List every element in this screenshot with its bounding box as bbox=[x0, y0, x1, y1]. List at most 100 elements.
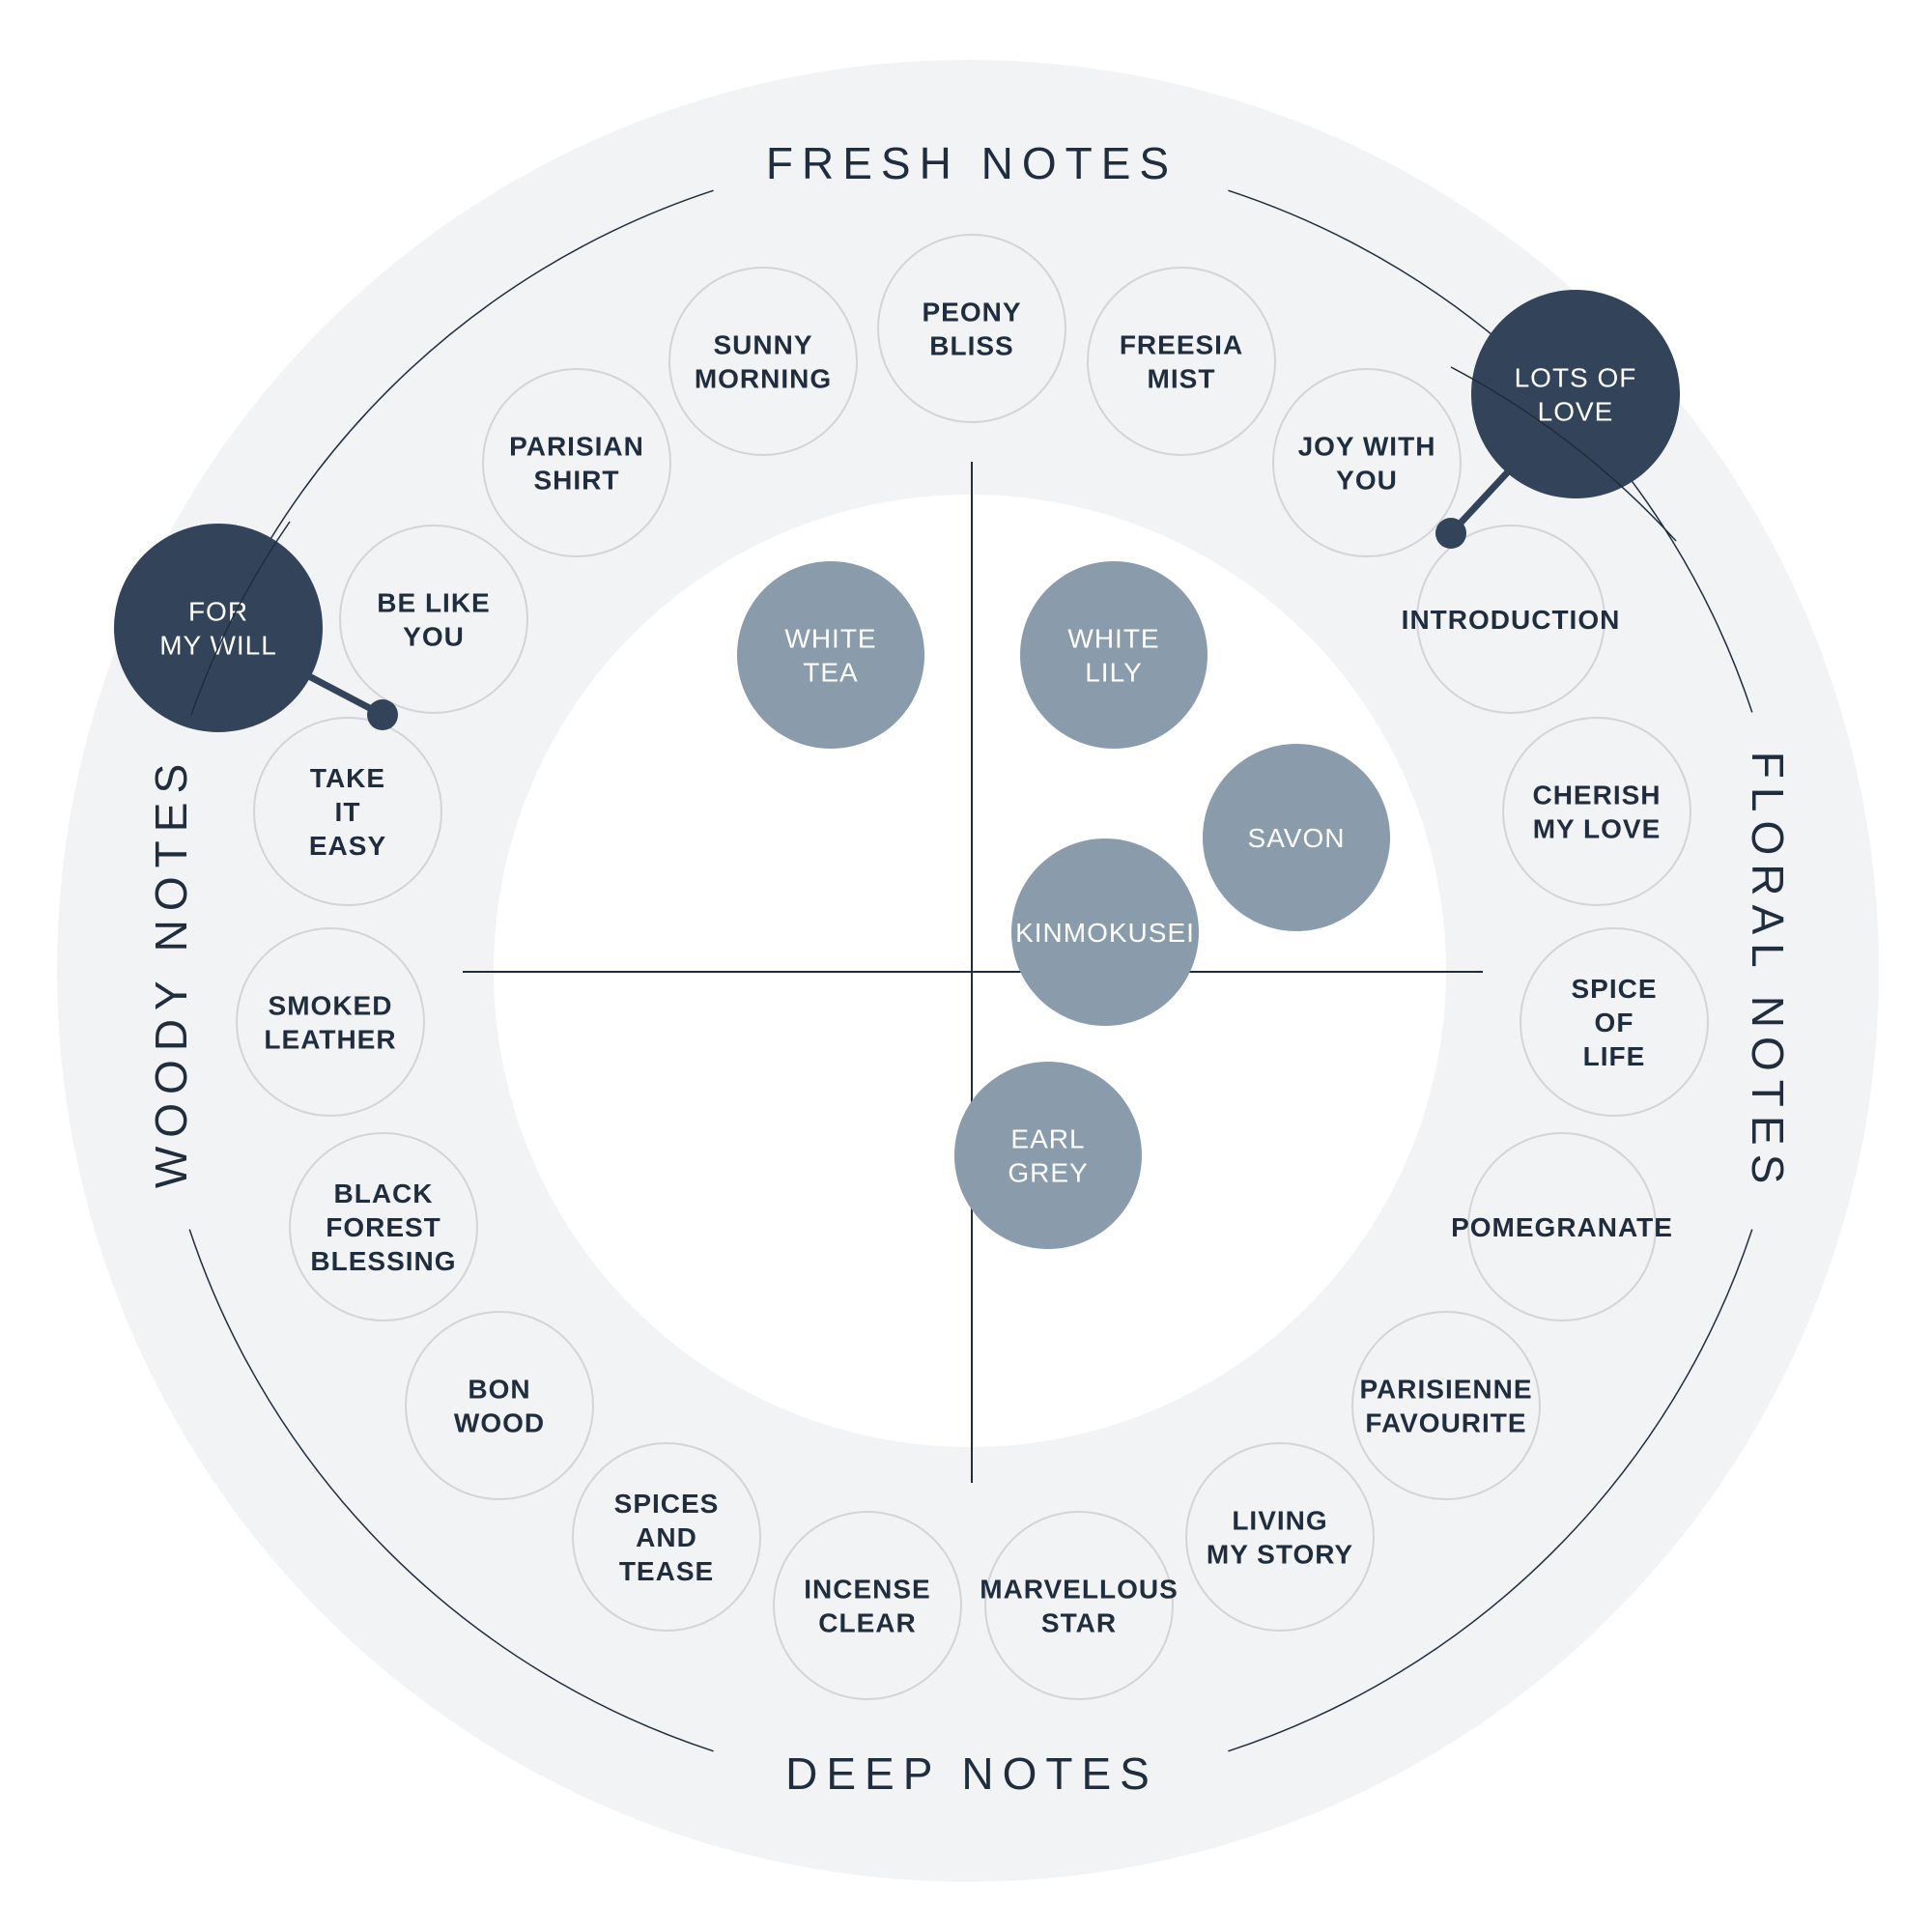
note-circle[interactable] bbox=[1185, 1442, 1375, 1632]
note-peony-bliss-label: BLISS bbox=[929, 331, 1013, 361]
note-living-my-story[interactable]: LIVING MY STORY bbox=[1185, 1442, 1375, 1632]
note-white-lily[interactable]: WHITE LILY bbox=[1020, 561, 1208, 749]
note-earl-grey-label: GREY bbox=[1008, 1158, 1088, 1188]
note-black-forest-blessing-label: BLACK bbox=[334, 1179, 434, 1208]
note-cherish-my-love-label: MY LOVE bbox=[1533, 814, 1662, 844]
note-circle[interactable] bbox=[1520, 927, 1709, 1117]
note-circle[interactable] bbox=[773, 1511, 962, 1700]
note-savon[interactable]: SAVON bbox=[1203, 744, 1390, 931]
note-take-it-easy-label: EASY bbox=[309, 831, 386, 861]
note-for-my-will-label: FOR bbox=[188, 597, 248, 627]
note-circle[interactable] bbox=[1471, 290, 1680, 498]
note-kinmokusei[interactable]: KINMOKUSEI bbox=[1011, 838, 1199, 1026]
note-circle[interactable] bbox=[984, 1511, 1174, 1700]
note-marvellous-star-label: MARVELLOUS bbox=[980, 1575, 1179, 1605]
note-white-lily-label: WHITE bbox=[1067, 624, 1159, 654]
note-freesia-mist-label: MIST bbox=[1148, 364, 1216, 394]
note-spice-of-life-label: OF bbox=[1595, 1008, 1634, 1037]
note-spices-and-tease-label: AND bbox=[636, 1522, 697, 1552]
axis-label-bottom: DEEP NOTES bbox=[785, 1748, 1158, 1799]
note-joy-with-you-label: JOY WITH bbox=[1298, 432, 1436, 462]
note-circle[interactable] bbox=[1416, 525, 1605, 714]
note-earl-grey-label: EARL bbox=[1010, 1124, 1085, 1154]
note-circle[interactable] bbox=[1203, 744, 1390, 931]
note-circle[interactable] bbox=[1011, 838, 1199, 1026]
note-circle[interactable] bbox=[289, 1132, 478, 1321]
note-earl-grey[interactable]: EARL GREY bbox=[954, 1062, 1142, 1249]
note-circle[interactable] bbox=[1502, 717, 1691, 906]
note-circle[interactable] bbox=[877, 234, 1066, 423]
quadrant-axes bbox=[463, 462, 1483, 1483]
note-sunny-morning-label: SUNNY bbox=[713, 330, 812, 360]
note-circle[interactable] bbox=[668, 267, 858, 456]
note-introduction[interactable]: INTRODUCTION bbox=[1402, 525, 1621, 714]
note-black-forest-blessing[interactable]: BLACK FOREST BLESSING bbox=[289, 1132, 478, 1321]
note-smoked-leather-label: LEATHER bbox=[264, 1025, 396, 1055]
note-pomegranate[interactable]: POMEGRANATE bbox=[1451, 1132, 1673, 1321]
note-white-tea-label: WHITE bbox=[784, 624, 876, 654]
note-circle[interactable] bbox=[1351, 1311, 1541, 1500]
note-black-forest-blessing-label: FOREST bbox=[326, 1212, 441, 1242]
note-peony-bliss-label: PEONY bbox=[922, 298, 1021, 327]
connector-pin bbox=[1435, 518, 1466, 549]
note-circle[interactable] bbox=[405, 1311, 594, 1500]
note-parisienne-favourite-label: PARISIENNE bbox=[1359, 1375, 1532, 1405]
note-spice-of-life-label: LIFE bbox=[1583, 1041, 1646, 1071]
note-kinmokusei-label: KINMOKUSEI bbox=[1015, 918, 1195, 948]
note-bon-wood-label: WOOD bbox=[454, 1408, 545, 1438]
note-marvellous-star-label: STAR bbox=[1041, 1608, 1117, 1638]
note-be-like-you-label: BE LIKE bbox=[377, 588, 490, 618]
note-circle[interactable] bbox=[1272, 368, 1462, 557]
inner-items: WHITE TEA WHITE LILY SAVON KINMOKUSEI EARL GREY bbox=[737, 561, 1390, 1249]
note-circle[interactable] bbox=[1467, 1132, 1657, 1321]
arc-segment bbox=[190, 521, 291, 716]
note-introduction-label: INTRODUCTION bbox=[1402, 605, 1621, 635]
note-white-tea[interactable]: WHITE TEA bbox=[737, 561, 924, 749]
note-living-my-story-label: LIVING bbox=[1232, 1506, 1327, 1536]
note-circle[interactable] bbox=[253, 717, 442, 906]
note-living-my-story-label: MY STORY bbox=[1207, 1540, 1353, 1570]
note-incense-clear-label: INCENSE bbox=[804, 1575, 930, 1605]
note-circle[interactable] bbox=[572, 1442, 761, 1632]
note-circle[interactable] bbox=[114, 524, 323, 732]
connector-pin bbox=[367, 699, 398, 730]
note-circle[interactable] bbox=[954, 1062, 1142, 1249]
note-savon-label: SAVON bbox=[1248, 823, 1346, 853]
note-circle[interactable] bbox=[482, 368, 671, 557]
arc-segment bbox=[1450, 366, 1677, 542]
note-peony-bliss[interactable]: PEONY BLISS bbox=[877, 234, 1066, 423]
note-sunny-morning[interactable]: SUNNY MORNING bbox=[668, 267, 858, 456]
note-pomegranate-label: POMEGRANATE bbox=[1451, 1212, 1673, 1242]
note-joy-with-you-label: YOU bbox=[1336, 466, 1398, 496]
note-white-tea-label: TEA bbox=[803, 658, 858, 688]
note-bon-wood-label: BON bbox=[468, 1375, 530, 1405]
note-circle[interactable] bbox=[1020, 561, 1208, 749]
note-circle[interactable] bbox=[339, 525, 528, 714]
axis-label-top: FRESH NOTES bbox=[766, 138, 1178, 188]
note-black-forest-blessing-label: BLESSING bbox=[310, 1246, 456, 1276]
note-be-like-you[interactable]: BE LIKE YOU bbox=[339, 525, 528, 714]
note-circle[interactable] bbox=[737, 561, 924, 749]
note-circle[interactable] bbox=[1087, 267, 1276, 456]
note-be-like-you-label: YOU bbox=[403, 622, 465, 652]
note-circle[interactable] bbox=[236, 927, 425, 1117]
note-joy-with-you[interactable]: JOY WITH YOU bbox=[1272, 368, 1462, 557]
note-white-lily-label: LILY bbox=[1085, 658, 1143, 688]
note-sunny-morning-label: MORNING bbox=[695, 364, 832, 394]
note-take-it-easy-label: TAKE bbox=[310, 763, 385, 793]
note-parisian-shirt-label: SHIRT bbox=[534, 466, 620, 496]
note-spices-and-tease-label: SPICES bbox=[614, 1489, 720, 1519]
